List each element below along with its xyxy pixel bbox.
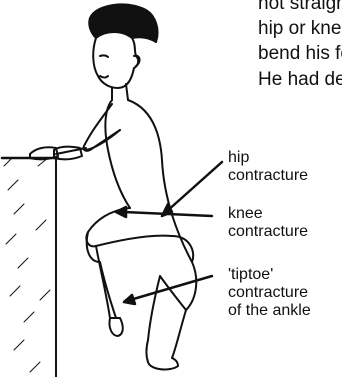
- shin-bent: [96, 246, 116, 318]
- tiptoe-contracture-label: contracture: [228, 285, 308, 301]
- tiptoe-label: 'tiptoe': [228, 267, 273, 283]
- hip-label: hip: [228, 150, 249, 166]
- forearm: [56, 130, 120, 154]
- knee-contracture-label: contracture: [228, 224, 308, 240]
- text-line-1: not straigh: [258, 0, 342, 13]
- chest: [105, 100, 130, 208]
- table-ledge: [2, 158, 58, 377]
- hair: [89, 4, 157, 42]
- tiptoe-pointer: [130, 276, 212, 300]
- hip-pointer: [166, 162, 222, 212]
- child-figure: [30, 4, 196, 369]
- shin-standing: [147, 310, 187, 362]
- text-line-2: hip or kne: [258, 19, 341, 38]
- foot-standing: [148, 358, 178, 369]
- head: [93, 38, 138, 88]
- knee-label: knee: [228, 206, 263, 222]
- pointer-arrows: [116, 162, 222, 304]
- of-the-ankle-label: of the ankle: [228, 303, 311, 319]
- eye: [100, 55, 108, 57]
- ledge-hatching: [4, 158, 50, 372]
- mouth: [100, 76, 108, 78]
- foot-tiptoe: [109, 318, 122, 336]
- text-line-3: bend his fo: [258, 44, 342, 63]
- neck: [112, 84, 128, 100]
- text-line-4: He had dev: [258, 70, 342, 89]
- hip-contracture-label: contracture: [228, 168, 308, 184]
